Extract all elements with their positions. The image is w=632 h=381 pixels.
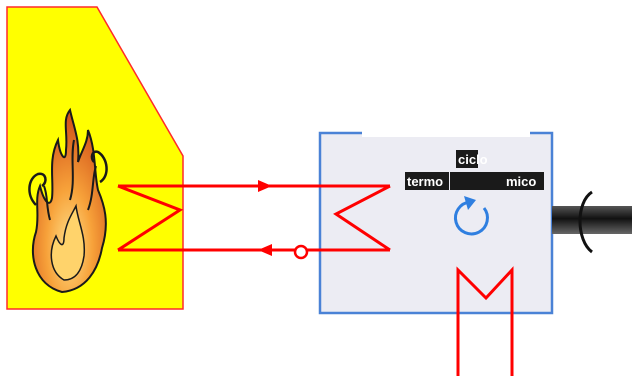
flame-curl-left (28, 172, 47, 206)
pump-icon (293, 244, 309, 260)
hot-return-pipe (118, 244, 390, 260)
flame-icon (28, 107, 108, 294)
flow-arrow-right (258, 180, 272, 192)
output-shaft-icon (552, 190, 632, 254)
flow-arrow-left (258, 244, 272, 256)
cycle-box-top-gap (362, 127, 530, 137)
cycle-box (318, 127, 554, 315)
flame-curl-right (90, 150, 108, 184)
cycle-label-line3: mico (506, 174, 536, 189)
shaft-rotation-mark (578, 190, 594, 254)
flame-streak-2 (87, 165, 97, 211)
cycle-label-line1: ciclo (458, 152, 488, 167)
flame-streak-3 (43, 185, 51, 221)
flame-inner (50, 203, 86, 281)
rotation-arrow-icon (453, 196, 489, 236)
cycle-label-line2: termo (407, 174, 443, 189)
cycle-heat-exchanger-coil-icon (333, 184, 391, 252)
flame-body (31, 107, 107, 294)
cycle-box-body (318, 131, 554, 315)
cold-exchanger-coil-icon (456, 266, 514, 376)
shaft-body (552, 206, 632, 234)
cold-exchanger (456, 266, 514, 376)
flame-streak-1 (69, 139, 75, 201)
hot-supply-pipe (118, 180, 390, 192)
heat-exchanger-coil-icon (117, 184, 184, 252)
cycle-label: ciclo termo mico (405, 150, 544, 190)
